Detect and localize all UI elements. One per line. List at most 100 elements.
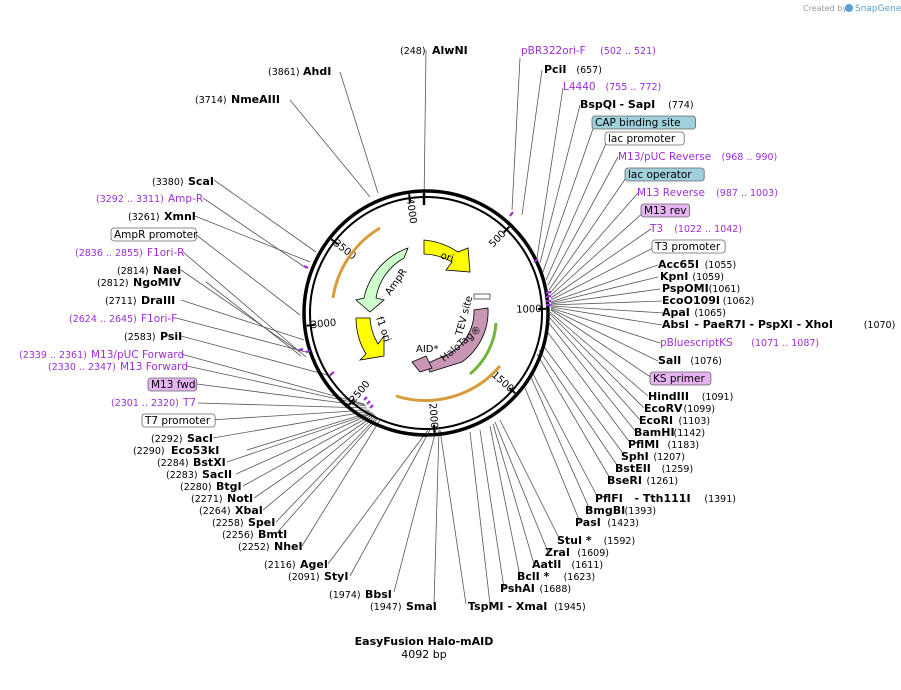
aid-arrow <box>411 355 433 373</box>
enzyme-position: (2711) <box>105 296 137 307</box>
enzyme-label: BclI * <box>517 570 550 583</box>
feature-box-label: T7 promoter <box>144 415 211 427</box>
feature-arrows: ori AmpR f1 ori TEV site HaloTag® AID* <box>355 239 491 373</box>
enzyme-extra-label: - XmaI <box>508 600 548 613</box>
enzyme-position: (2284) <box>157 458 189 469</box>
enzyme-position: (3380) <box>152 177 184 188</box>
enzyme-label: ScaI <box>188 175 214 188</box>
enzyme-position: (1055) <box>705 260 737 271</box>
enzyme-position: (1099) <box>684 404 716 415</box>
enzyme-label: NotI <box>227 492 253 505</box>
enzyme-position: (2252) <box>238 542 270 553</box>
enzyme-label: SacII <box>202 468 232 481</box>
enzyme-position: (1065) <box>694 308 726 319</box>
primer-range: (755 .. 772) <box>606 82 662 93</box>
backbone-outer <box>302 189 550 437</box>
enzyme-label: Eco53kI <box>171 444 219 457</box>
enzyme-position: (2258) <box>212 518 244 529</box>
plasmid-title: EasyFusion Halo-mAID 4092 bp <box>355 635 494 661</box>
enzyme-label: AhdI <box>303 65 331 78</box>
primer-label: L4440 <box>563 81 596 93</box>
enzyme-label: AatII <box>532 558 561 571</box>
enzyme-label: PflFI <box>595 492 623 505</box>
enzyme-label: EcoRV <box>644 402 683 415</box>
feature-box <box>624 167 705 182</box>
ring-tick-mark <box>432 424 436 433</box>
feature-box-label: CAP binding site <box>595 117 681 129</box>
enzyme-position: (1261) <box>647 476 679 487</box>
snapgene-credit: Created by SnapGene <box>803 4 901 14</box>
primer-label: M13/pUC Reverse <box>618 151 711 163</box>
enzyme-position: (774) <box>668 100 694 111</box>
f1-ori-label: f1 ori <box>373 315 392 343</box>
credit-prefix: Created by <box>803 4 847 13</box>
ring-tick-label: 2000 <box>426 403 439 429</box>
enzyme-position: (657) <box>576 65 602 76</box>
enzyme-position: (2264) <box>199 506 231 517</box>
enzyme-position: (2283) <box>166 470 198 481</box>
ring-tick-mark <box>408 194 412 203</box>
primer-label: T3 <box>649 223 663 235</box>
feature-box-label: AmpR promoter <box>114 229 198 241</box>
feature-marks <box>298 211 552 409</box>
enzyme-position: (1974) <box>329 590 361 601</box>
primer-range: (987 .. 1003) <box>716 188 778 199</box>
enzyme-label: EcoO109I <box>662 294 720 307</box>
enzyme-label: SmaI <box>406 600 437 613</box>
enzyme-position: (1061) <box>709 284 741 295</box>
enzyme-label: KpnI <box>660 270 688 283</box>
enzyme-position: (1207) <box>653 452 685 463</box>
primer-label: F1ori-R <box>147 247 184 259</box>
enzyme-position: (1091) <box>702 392 734 403</box>
enzyme-label: PspOMI <box>662 282 709 295</box>
enzyme-position: (1059) <box>692 272 724 283</box>
enzyme-position: (1259) <box>662 464 694 475</box>
enzyme-label: PasI <box>575 516 601 529</box>
primer-label: pBR322ori-F <box>521 45 586 57</box>
primer-range: (2301 .. 2320) <box>111 398 179 409</box>
feature-box <box>110 227 197 242</box>
enzyme-position: (1391) <box>704 494 736 505</box>
feature-box <box>649 371 712 386</box>
plasmid-name: EasyFusion Halo-mAID <box>355 635 494 648</box>
feature-box <box>147 377 198 392</box>
enzyme-extra-label: - PaeR7I - PspXI - XhoI <box>694 318 833 331</box>
primer-range: (2339 .. 2361) <box>19 350 87 361</box>
primer-range: (1071 .. 1087) <box>751 338 819 349</box>
ring-tick-mark <box>503 225 511 234</box>
ampr-arrow <box>355 247 409 313</box>
enzyme-label: BmgBI <box>585 504 625 517</box>
enzyme-label: SphI <box>621 450 649 463</box>
enzyme-label: Acc65I <box>658 258 699 271</box>
enzyme-label: SacI <box>187 432 213 445</box>
enzyme-position: (1609) <box>577 548 609 559</box>
plasmid-length: 4092 bp <box>401 648 446 661</box>
enzyme-position: (3714) <box>195 95 227 106</box>
halotag-arrow <box>425 307 489 373</box>
enzyme-position: (2583) <box>124 332 156 343</box>
enzyme-position: (3861) <box>268 67 300 78</box>
enzyme-position: (1183) <box>668 440 700 451</box>
enzyme-position: (1592) <box>604 536 636 547</box>
enzyme-position: (248) <box>400 46 426 57</box>
enzyme-position: (2091) <box>288 572 320 583</box>
enzyme-label: AlwNI <box>432 44 468 57</box>
enzyme-label: NheI <box>274 540 303 553</box>
enzyme-label: PciI <box>544 63 566 76</box>
insert-direction-arc <box>395 365 502 402</box>
enzyme-position: (1393) <box>625 506 657 517</box>
enzyme-label: XmnI <box>164 210 196 223</box>
enzyme-label: ApaI <box>662 306 690 319</box>
ring-tick-label: 3000 <box>310 318 336 332</box>
enzyme-position: (1070) <box>864 320 896 331</box>
enzyme-label: ZraI <box>545 546 570 559</box>
enzyme-label: BtgI <box>216 480 242 493</box>
enzyme-position: (1623) <box>564 572 596 583</box>
ori-arrow <box>423 239 471 273</box>
primer-label: pBluescriptKS <box>660 337 733 349</box>
enzyme-label: BamHI <box>634 426 675 439</box>
enzyme-position: (2256) <box>222 530 254 541</box>
feature-box-label: KS primer <box>653 373 705 385</box>
